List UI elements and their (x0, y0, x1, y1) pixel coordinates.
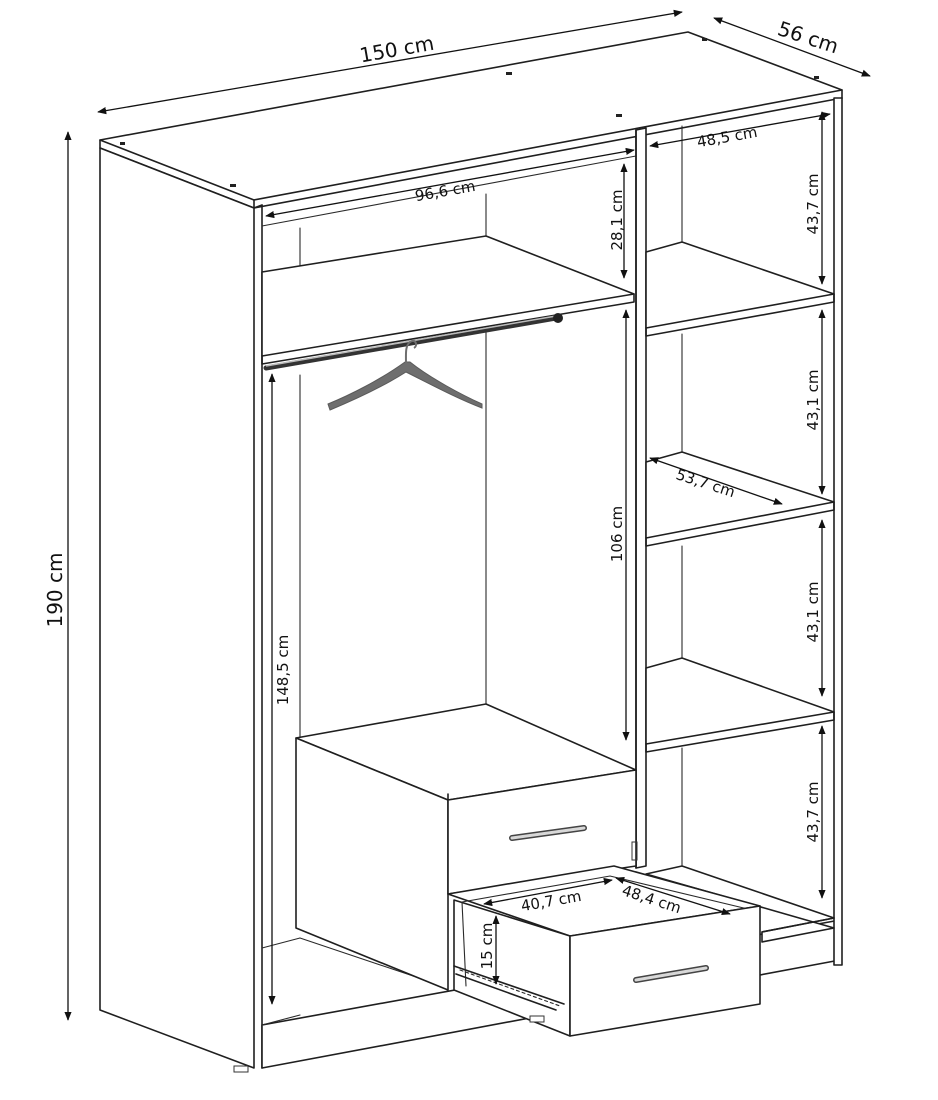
dimension-lines (64, 9, 871, 1021)
right-shelf-2 (645, 451, 835, 539)
hanging-height-label: 106 cm (608, 506, 626, 562)
left-side-panel (99, 147, 255, 1069)
open-drawer (447, 865, 761, 1037)
overall-width-label: 150 cm (358, 31, 436, 68)
upper-drawer-handle (509, 825, 587, 841)
right-second-height-label: 43,1 cm (804, 369, 822, 430)
right-side-panel (833, 97, 843, 966)
right-bottom-height-label: 43,7 cm (804, 781, 822, 842)
right-third-height-label: 43,1 cm (804, 581, 822, 642)
overall-height-label: 190 cm (43, 552, 67, 627)
right-top-height-label: 43,7 cm (804, 173, 822, 234)
lower-drawer-front (569, 905, 761, 1037)
center-divider (635, 127, 647, 869)
drawer-height-label: 15 cm (478, 923, 496, 970)
right-shelf-3 (645, 657, 835, 745)
hanger-icon (327, 339, 483, 411)
right-shelf-width-label: 48,5 cm (696, 123, 759, 151)
inner-width-left-label: 96,6 cm (414, 177, 477, 205)
overall-depth-label: 56 cm (775, 16, 842, 58)
right-shelf-1 (645, 241, 835, 329)
left-full-height-label: 148,5 cm (274, 635, 292, 706)
top-panel (99, 31, 843, 201)
wardrobe-body (99, 31, 843, 1073)
drawer-unit-side (295, 737, 449, 991)
top-compartment-height-label: 28,1 cm (608, 189, 626, 250)
